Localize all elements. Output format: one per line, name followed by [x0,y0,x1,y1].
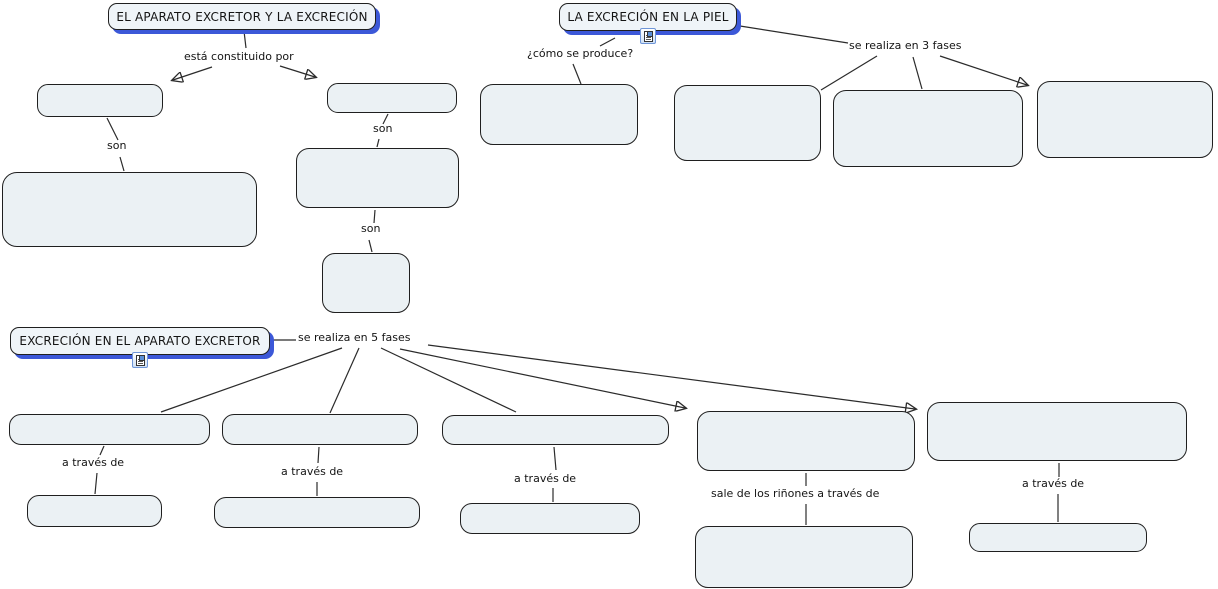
concept-box-5[interactable] [322,253,410,313]
connector [599,37,616,47]
linking-phrase-a-traves-de: a través de [62,456,125,469]
connector-arrow [939,55,1027,85]
connector [368,239,373,253]
connector [376,138,380,148]
linking-phrase-constituido: está constituido por [184,50,294,63]
concept-box-17[interactable] [460,503,640,534]
concept-box-8[interactable] [833,90,1023,167]
linking-phrase-son: son [373,122,393,135]
concept-box-7[interactable] [674,85,821,161]
connector [94,472,98,495]
connector [317,446,320,464]
title-excrecion-piel[interactable]: LA EXCRECIÓN EN LA PIEL [559,3,737,31]
document-icon [135,354,145,366]
connector [380,347,517,413]
resource-icon[interactable] [640,28,656,44]
concept-box-4[interactable] [296,148,459,208]
connector-arrow [399,348,685,408]
concept-box-10[interactable] [9,414,210,445]
linking-phrase-a-traves-de: a través de [281,465,344,478]
connector-arrow [173,66,213,80]
linking-phrase-a-traves-de: a través de [1022,477,1085,490]
concept-box-18[interactable] [695,526,913,588]
connector [739,25,849,44]
concept-box-2[interactable] [327,83,457,113]
linking-phrase-a-traves-de: a través de [514,472,577,485]
title-excrecion-aparato[interactable]: EXCRECIÓN EN EL APARATO EXCRETOR [10,327,270,355]
connector-arrow [427,344,915,409]
concept-box-11[interactable] [222,414,418,445]
connector [572,63,582,85]
linking-phrase-son: son [107,139,127,152]
concept-box-12[interactable] [442,415,669,445]
concept-box-19[interactable] [969,523,1147,552]
connector [119,156,125,172]
title-aparato-excretor[interactable]: EL APARATO EXCRETOR Y LA EXCRECIÓN [108,3,376,30]
concept-box-9[interactable] [1037,81,1213,158]
concept-box-6[interactable] [480,84,638,145]
connector [106,117,119,141]
linking-phrase-como-se-produce: ¿cómo se produce? [527,47,634,60]
linking-phrase-sale-rinones: sale de los riñones a través de [711,487,880,500]
concept-box-15[interactable] [27,495,162,527]
concept-box-16[interactable] [214,497,420,528]
connector-arrow [279,65,315,77]
concept-box-1[interactable] [37,84,163,117]
connector [99,445,105,456]
connector [329,347,360,414]
connector [820,55,878,91]
connector [243,30,247,49]
connector [160,347,343,413]
concept-box-3[interactable] [2,172,257,247]
connector [912,56,923,90]
linking-phrase-son: son [361,222,381,235]
concept-box-13[interactable] [697,411,915,471]
document-icon [643,30,653,42]
linking-phrase-3-fases: se realiza en 3 fases [849,39,962,52]
resource-icon[interactable] [132,352,148,368]
connector [553,446,557,471]
concept-box-14[interactable] [927,402,1187,461]
linking-phrase-5-fases: se realiza en 5 fases [298,331,411,344]
